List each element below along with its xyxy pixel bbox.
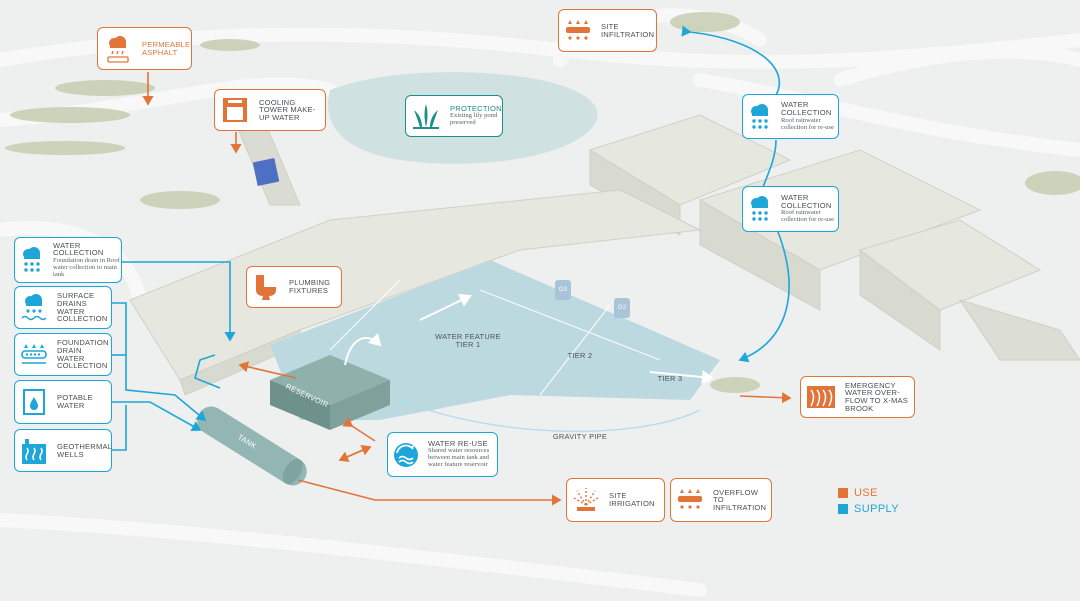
callout-title: WATER COLLECTION [53, 240, 104, 258]
callout-subtitle: Existing lily pond preserved [450, 112, 498, 127]
callout-title: PERMEABLE ASPHALT [142, 39, 191, 57]
callout-potable-water: POTABLE WATER [14, 380, 112, 424]
callout-title: GEOTHERMAL WELLS [57, 441, 112, 459]
callout-plumbing-fixtures: PLUMBING FIXTURES [246, 266, 342, 308]
surface-drain-icon [15, 293, 53, 323]
callout-subtitle: Shared water resources between main tank… [428, 447, 490, 469]
infiltration-icon [559, 17, 597, 45]
callout-title: WATER COLLECTION [781, 100, 832, 118]
cooling-tower-icon [215, 95, 255, 125]
drain-pipe-icon [15, 341, 53, 369]
geothermal-icon [15, 436, 53, 466]
callout-geothermal-wells: GEOTHERMAL WELLS [14, 429, 112, 472]
callout-title: FOUNDATION DRAIN WATER COLLECTION [57, 338, 109, 371]
legend-use: USE [838, 487, 878, 499]
label-o2: O2 [617, 305, 627, 311]
rain-cloud-pavement-icon [98, 34, 138, 64]
buildings [129, 109, 1080, 396]
callout-subtitle: Roof rainwater collection for re-use [781, 116, 835, 131]
callout-site-infiltration: SITE INFILTRATION [558, 9, 657, 52]
label-tier2: TIER 2 [567, 351, 593, 360]
callout-foundation-drain: FOUNDATION DRAIN WATER COLLECTION [14, 333, 112, 376]
callout-title: POTABLE WATER [57, 393, 93, 410]
callout-title: SITE INFILTRATION [601, 21, 655, 39]
callout-subtitle: Roof rainwater collection for re-use [781, 209, 835, 224]
callout-title: PLUMBING FIXTURES [289, 278, 331, 295]
callout-permeable-asphalt: PERMEABLE ASPHALT [97, 27, 192, 70]
callout-subtitle: Foundation drain in Roof water collectio… [53, 256, 120, 278]
label-o3: O3 [558, 287, 568, 293]
sprinkler-icon [567, 485, 605, 515]
callout-title: WATER COLLECTION [781, 192, 832, 210]
callout-title: PROTECTION [450, 103, 502, 113]
legend-swatch [838, 504, 848, 514]
callout-overflow-infiltration: OVERFLOW TO INFILTRATION [670, 478, 772, 522]
legend-supply: SUPPLY [838, 503, 899, 515]
label-tier3: TIER 3 [657, 374, 683, 383]
legend-label: SUPPLY [854, 503, 899, 515]
legend-label: USE [854, 487, 878, 499]
callout-title: COOLING TOWER MAKE-UP WATER [259, 97, 316, 122]
callout-title: SURFACE DRAINS WATER COLLECTION [57, 291, 108, 324]
callout-cooling-tower: COOLING TOWER MAKE-UP WATER [214, 89, 326, 131]
pond-reeds-icon [406, 101, 446, 131]
callout-title: SITE IRRIGATION [609, 491, 655, 508]
label-gravity-pipe: GRAVITY PIPE [552, 432, 608, 441]
legend-swatch [838, 488, 848, 498]
recycle-water-icon [388, 440, 424, 470]
callout-title: WATER RE-USE [428, 438, 488, 448]
callout-surface-drains: SURFACE DRAINS WATER COLLECTION [14, 286, 112, 329]
tank-shape [197, 406, 307, 486]
rain-collection-icon [15, 245, 49, 275]
callout-title: OVERFLOW TO INFILTRATION [713, 487, 767, 512]
rain-collection-icon [743, 102, 777, 132]
toilet-icon [247, 272, 285, 302]
infiltration-icon [671, 486, 709, 514]
grass-patches [5, 12, 1080, 393]
rain-collection-icon [743, 194, 777, 224]
callout-title: EMERGENCY WATER OVER-FLOW TO X-MAS BROOK [845, 380, 909, 413]
overflow-waterfall-icon [801, 382, 841, 412]
callout-emergency-overflow: EMERGENCY WATER OVER-FLOW TO X-MAS BROOK [800, 376, 915, 418]
water-glass-icon [15, 387, 53, 417]
callout-site-irrigation: SITE IRRIGATION [566, 478, 665, 522]
label-water-feature-tier1: WATER FEATURE TIER 1 [435, 332, 501, 349]
